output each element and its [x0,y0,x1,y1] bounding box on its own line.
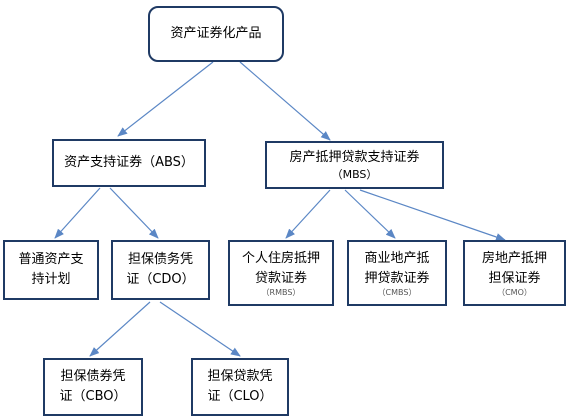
node-root: 资产证券化产品 [148,6,284,62]
arrow-mbs-to-cmo [359,189,506,241]
node-cmbs-label-line3: （CMBS） [377,288,417,297]
arrow-root-to-abs [117,61,214,137]
arrow-abs-to-general [54,187,101,239]
node-cmo-label-line1: 房地产抵押 [481,251,547,266]
arrow-mbs-to-rmbs [285,189,331,239]
arrow-cdo-to-clo [159,301,241,357]
node-cmo-label-line3: （CMO） [497,288,532,297]
node-rmbs-label-line1: 个人住房抵押 [241,251,320,266]
node-general-label-line2: 持计划 [31,272,71,287]
node-mbs-label-line2: （MBS） [331,168,378,181]
node-cdo-label-line2: 证（CDO） [126,272,195,287]
node-abs: 资产支持证券（ABS） [52,139,206,187]
node-mbs-label-line1: 房产抵押贷款支持证券 [289,150,420,165]
node-general-label-line1: 普通资产支 [18,252,84,267]
node-cmbs: 商业地产抵 押贷款证券 （CMBS） [347,240,447,306]
arrow-cdo-to-cbo [89,301,151,357]
node-abs-label: 资产支持证券（ABS） [64,155,194,170]
node-cdo: 担保债务凭 证（CDO） [111,240,210,300]
node-cmo-label-line2: 担保证券 [488,271,541,286]
node-cmo: 房地产抵押 担保证券 （CMO） [463,240,566,306]
node-cbo-label-line1: 担保债券凭 [60,369,126,384]
node-general: 普通资产支 持计划 [3,240,99,300]
node-cbo-label-line2: 证（CBO） [59,389,127,404]
node-cmbs-label-line2: 押贷款证券 [364,271,430,286]
node-clo: 担保贷款凭 证（CLO） [191,358,289,416]
node-cmbs-label-line1: 商业地产抵 [364,251,430,266]
node-rmbs: 个人住房抵押 贷款证券 （RMBS） [228,240,334,306]
arrow-root-to-mbs [239,61,331,141]
node-mbs: 房产抵押贷款支持证券 （MBS） [265,141,444,189]
node-rmbs-label-line2: 贷款证券 [254,271,307,286]
node-root-label: 资产证券化产品 [170,26,262,41]
node-rmbs-label-line3: （RMBS） [261,288,301,297]
node-cbo: 担保债券凭 证（CBO） [43,358,143,416]
arrow-abs-to-cdo [109,187,159,239]
node-clo-label-line2: 证（CLO） [207,389,273,404]
node-clo-label-line1: 担保贷款凭 [207,369,273,384]
node-cdo-label-line1: 担保债务凭 [127,252,193,267]
arrow-mbs-to-cmbs [344,189,396,239]
